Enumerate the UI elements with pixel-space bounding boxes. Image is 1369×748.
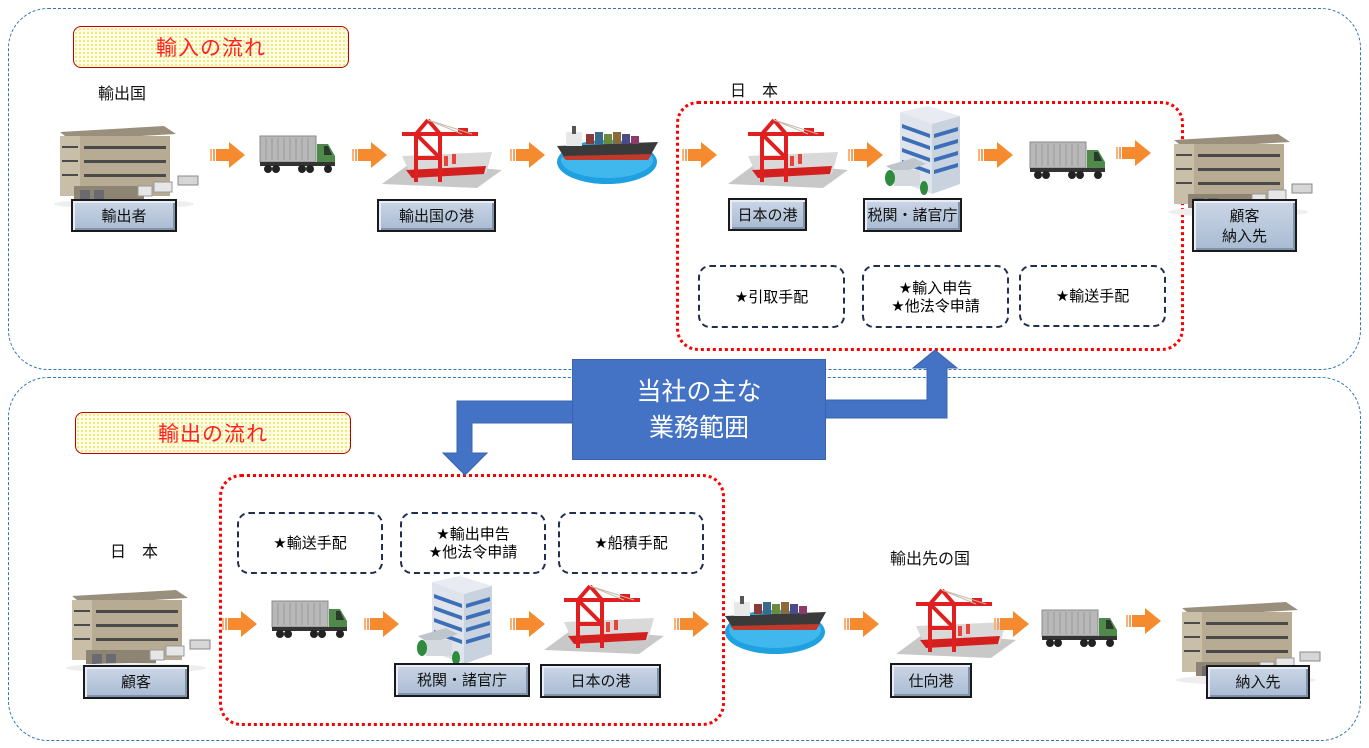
step-label-customs: 税関・諸官庁 (394, 663, 530, 697)
step-label-delivery-destination: 納入先 (1206, 665, 1310, 699)
task-import-declaration: ★輸入申告 ★他法令申請 (862, 265, 1009, 328)
flow-arrow-icon (1116, 138, 1152, 168)
flow-arrow-icon (364, 609, 400, 639)
export-destination-country-label: 輸出先の国 (890, 549, 971, 568)
export-flow-title: 輸出の流れ (75, 412, 351, 454)
scope-arrow-to-export-icon (441, 400, 576, 476)
office-building-icon (880, 106, 970, 196)
office-building-icon (412, 576, 502, 666)
export-japan-label: 日 本 (110, 542, 159, 561)
flow-arrow-icon (210, 140, 246, 170)
flow-arrow-icon (994, 609, 1030, 639)
import-flow-title: 輸入の流れ (73, 26, 349, 68)
flow-arrow-icon (222, 609, 258, 639)
truck-icon (1040, 606, 1120, 650)
port-crane-icon (728, 118, 848, 188)
flow-arrow-icon (510, 609, 546, 639)
task-transport-arrangement: ★輸送手配 (1019, 265, 1166, 327)
scope-arrow-to-import-icon (824, 349, 959, 419)
truck-icon (270, 597, 350, 641)
flow-arrow-icon (1126, 606, 1162, 636)
step-label-customer: 顧客 (83, 665, 189, 699)
import-origin-country-label: 輸出国 (98, 84, 147, 103)
flow-arrow-icon (978, 140, 1014, 170)
step-label-exporter: 輸出者 (71, 199, 177, 232)
step-label-destination-port: 仕向港 (890, 663, 972, 698)
warehouse-icon (66, 584, 216, 674)
truck-icon (1028, 138, 1108, 182)
step-label-japan-port: 日本の港 (540, 664, 661, 698)
task-shipping-arrangement: ★船積手配 (558, 512, 704, 574)
cargo-ship-icon (720, 588, 830, 658)
cargo-ship-icon (552, 118, 662, 188)
scope-callout: 当社の主な 業務範囲 (572, 359, 826, 460)
warehouse-icon (54, 120, 204, 210)
step-label-export-port: 輸出国の港 (377, 199, 496, 232)
truck-icon (258, 132, 338, 176)
flow-arrow-icon (510, 140, 546, 170)
step-label-customs: 税関・諸官庁 (863, 198, 962, 232)
export-scope-region (219, 474, 725, 726)
step-label-japan-port: 日本の港 (728, 198, 807, 231)
flow-arrow-icon (848, 140, 884, 170)
port-crane-icon (382, 118, 502, 188)
flow-arrow-icon (682, 140, 718, 170)
step-label-customer-delivery: 顧客 納入先 (1192, 199, 1297, 252)
import-scope-region (676, 101, 1184, 351)
task-export-declaration: ★輸出申告 ★他法令申請 (400, 512, 546, 574)
task-transport-arrangement: ★輸送手配 (237, 512, 383, 574)
flow-arrow-icon (844, 609, 880, 639)
port-crane-icon (544, 584, 664, 654)
flow-arrow-icon (674, 609, 710, 639)
task-pickup-arrangement: ★引取手配 (698, 265, 845, 328)
import-japan-label: 日 本 (730, 81, 779, 100)
